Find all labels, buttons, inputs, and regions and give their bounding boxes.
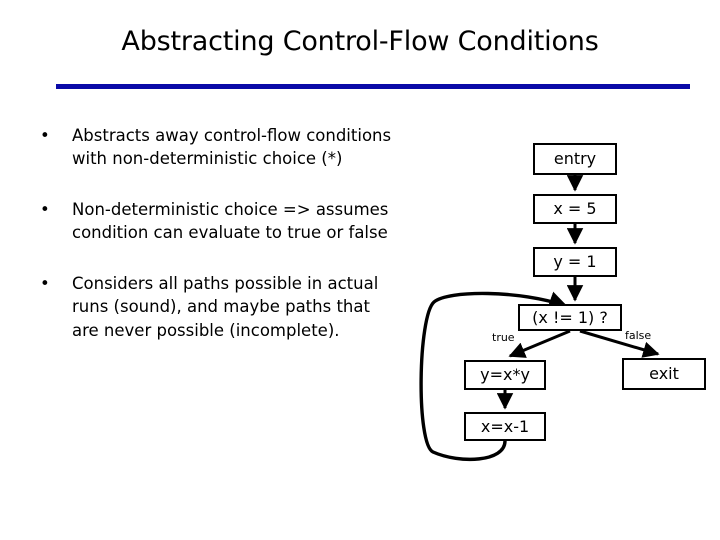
list-item: • Non-deterministic choice => assumes co… <box>28 198 458 245</box>
bullet-list: • Abstracts away control-flow conditions… <box>28 124 458 342</box>
flow-node-exit: exit <box>622 358 706 390</box>
flow-node-assign-x: x = 5 <box>533 194 617 224</box>
bullet-marker-icon: • <box>40 126 50 145</box>
flow-node-body-dec: x=x-1 <box>464 412 546 441</box>
flowchart-edges <box>419 175 660 462</box>
title-divider <box>56 84 690 89</box>
edge-label-true: true <box>492 331 515 344</box>
list-item: • Abstracts away control-flow conditions… <box>28 124 458 171</box>
edge-label-false: false <box>625 329 652 342</box>
flow-node-entry: entry <box>533 143 617 175</box>
bullet-marker-icon: • <box>40 273 50 293</box>
control-flow-graph-diagram: entry x = 5 y = 1 (x != 1) ? y=x*y x=x-1… <box>400 130 720 470</box>
edge-loop-back-to-condition <box>419 291 568 462</box>
list-item-text: Abstracts away control-flow conditions w… <box>72 126 392 169</box>
flow-node-condition: (x != 1) ? <box>518 304 622 331</box>
edge-condition-false-to-exit <box>579 329 660 358</box>
list-item-text: Considers all paths possible in actual r… <box>72 273 379 340</box>
list-item-text: Non-deterministic choice => assumes cond… <box>72 199 389 243</box>
flow-node-assign-y: y = 1 <box>533 247 617 277</box>
page-title: Abstracting Control-Flow Conditions <box>121 26 599 57</box>
edge-condition-true-to-body <box>508 329 571 358</box>
bullet-marker-icon: • <box>40 199 50 219</box>
flow-node-body-mul: y=x*y <box>464 360 546 390</box>
list-item: • Considers all paths possible in actual… <box>28 272 458 342</box>
